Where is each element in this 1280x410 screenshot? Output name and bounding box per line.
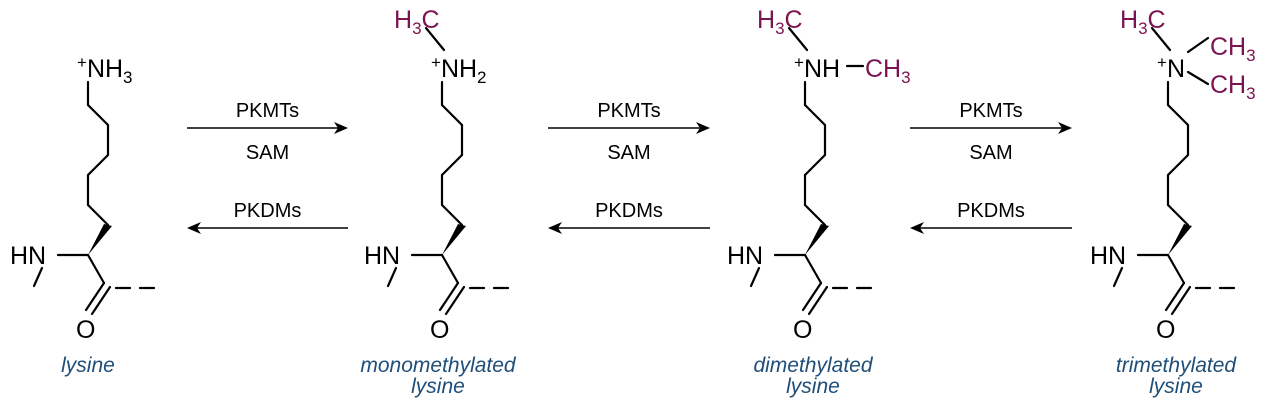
methyl-label: CH3 [865,55,911,87]
enzyme-label-forward: PKMTs [959,100,1022,122]
enzyme-label-forward: PKMTs [236,100,299,122]
methyl-label: H3C [1120,6,1166,38]
carbonyl-c-o-bond-1 [801,281,823,312]
carbonyl-c-o-bond-1 [1164,281,1186,312]
alpha-c-carbonyl-bond [86,253,106,285]
cofactor-label: SAM [246,142,289,164]
molecule-caption: lysine [786,375,840,398]
molecule-lysine: HN O +NH3 lysine [10,53,156,377]
amine-label: +NH3 [77,53,133,87]
oxygen-label: O [793,316,812,344]
hn-label: HN [1090,242,1126,270]
side-chain-bond [440,203,464,227]
enzyme-label-forward: PKMTs [597,100,660,122]
side-chain-bond [1166,153,1190,177]
side-chain-bond [86,203,110,227]
alpha-c-carbonyl-bond [1166,253,1186,285]
side-chain-bond [86,103,110,127]
amine-label: +NH2 [431,53,487,87]
methyl-bond-upper [1150,26,1172,52]
molecule-caption: dimethylated [753,354,873,377]
amine-label: +N [1157,53,1185,83]
n-dangling-bond [1112,266,1124,288]
side-chain-bond [803,203,827,227]
oxygen-label: O [430,316,449,344]
side-chain-bond [1166,103,1190,127]
hn-label: HN [727,242,763,270]
side-chain-bond [440,153,464,177]
reverse-arrowhead [548,222,562,234]
stereo-wedge-bond [442,224,466,255]
reverse-arrowhead [187,222,201,234]
carbonyl-c-o-bond-2 [807,285,829,316]
molecules-layer: HNO+NH3lysineHNO+NH2H3Cmonomethylatedlys… [10,6,1256,398]
n-dangling-bond [749,266,761,288]
oxygen-label: O [76,316,95,344]
enzyme-label-reverse: PKDMs [595,200,663,222]
side-chain-bond [1166,203,1190,227]
enzyme-label-reverse: PKDMs [234,200,302,222]
carbonyl-c-o-bond-1 [84,281,106,312]
stereo-wedge-bond [88,224,112,255]
alpha-c-carbonyl-bond [803,253,823,285]
cofactor-label: SAM [969,142,1012,164]
methyl-label: H3C [394,6,440,38]
molecule-caption: lysine [1149,375,1203,398]
reverse-arrowhead [910,222,924,234]
methyl-bond-upper [787,26,809,52]
alpha-c-carbonyl-bond [440,253,460,285]
side-chain-bond [803,103,827,127]
methyl-bond-right [1186,36,1210,54]
methyl-label: H3C [757,6,803,38]
hn-label: HN [364,242,400,270]
forward-arrowhead [1058,122,1072,134]
n-dangling-bond [32,266,44,288]
carbonyl-c-o-bond-2 [1170,285,1192,316]
molecule-caption: lysine [411,375,465,398]
stereo-wedge-bond [805,224,829,255]
side-chain-bond [440,103,464,127]
oxygen-label: O [1156,316,1175,344]
molecule-caption: lysine [61,354,115,377]
molecule-caption: monomethylated [360,354,517,377]
methyl-label: CH3 [1210,33,1256,65]
methyl-bond-lower [1186,70,1210,86]
molecule-caption: trimethylated [1116,354,1238,377]
forward-arrowhead [696,122,710,134]
methyl-bond-upper [424,26,446,52]
cofactor-label: SAM [607,142,650,164]
methyl-label: CH3 [1210,71,1256,103]
carbonyl-c-o-bond-1 [438,281,460,312]
side-chain-bond [86,153,110,177]
amine-label: +NH [794,53,840,83]
enzyme-label-reverse: PKDMs [957,200,1025,222]
n-dangling-bond [386,266,398,288]
hn-label: HN [10,242,46,270]
carbonyl-c-o-bond-2 [90,285,112,316]
forward-arrowhead [334,122,348,134]
side-chain-bond [803,153,827,177]
stereo-wedge-bond [1168,224,1192,255]
carbonyl-c-o-bond-2 [444,285,466,316]
